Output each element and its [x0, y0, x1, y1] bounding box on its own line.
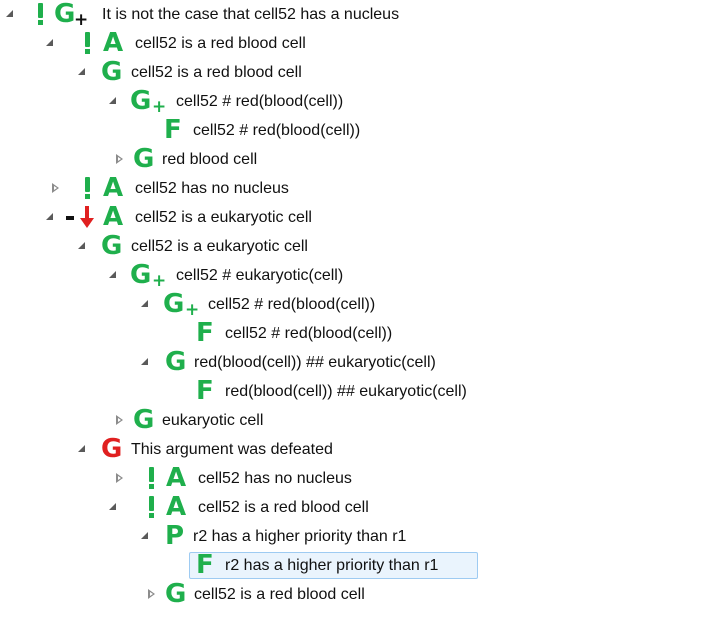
- expanded-arrow-icon[interactable]: [109, 503, 116, 510]
- row-label: This argument was defeated: [131, 441, 333, 458]
- tree-row[interactable]: G cell52 is a eukaryotic cell: [0, 231, 708, 261]
- tree-row[interactable]: G eukaryotic cell: [0, 405, 708, 435]
- tree-row-selected[interactable]: F r2 has a higher priority than r1: [0, 550, 708, 580]
- green-g-icon: G: [165, 347, 187, 377]
- green-f-icon: F: [196, 550, 214, 580]
- row-label: cell52 # red(blood(cell)): [225, 325, 393, 342]
- expanded-arrow-icon[interactable]: [78, 242, 85, 249]
- tree-row[interactable]: A cell52 is a eukaryotic cell: [0, 202, 708, 232]
- tree-row[interactable]: G+ cell52 # eukaryotic(cell): [0, 260, 708, 291]
- green-exclamation-icon: [85, 32, 90, 54]
- tree-row[interactable]: A cell52 is a red blood cell: [0, 28, 708, 58]
- row-label: cell52 has no nucleus: [198, 470, 352, 487]
- row-label: red blood cell: [162, 151, 258, 168]
- green-g-icon: G: [165, 579, 187, 609]
- green-a-icon: A: [103, 202, 124, 232]
- expanded-arrow-icon[interactable]: [78, 445, 85, 452]
- collapsed-arrow-icon[interactable]: [116, 154, 124, 164]
- expanded-arrow-icon[interactable]: [141, 300, 148, 307]
- row-label: cell52 is a eukaryotic cell: [135, 209, 312, 226]
- tree-row[interactable]: A cell52 has no nucleus: [0, 173, 708, 203]
- row-label: cell52 is a red blood cell: [194, 586, 365, 603]
- tree-row[interactable]: G red blood cell: [0, 144, 708, 174]
- tree-row[interactable]: G red(blood(cell)) ## eukaryotic(cell): [0, 347, 708, 377]
- green-exclamation-icon: [149, 496, 154, 518]
- tree-row[interactable]: F cell52 # red(blood(cell)): [0, 115, 708, 145]
- collapsed-arrow-icon[interactable]: [116, 415, 124, 425]
- row-label: cell52 # eukaryotic(cell): [176, 267, 344, 284]
- green-g-icon: G: [133, 405, 155, 435]
- expanded-arrow-icon[interactable]: [109, 271, 116, 278]
- expanded-arrow-icon[interactable]: [141, 358, 148, 365]
- green-p-icon: P: [165, 521, 185, 551]
- tree-row[interactable]: G cell52 is a red blood cell: [0, 579, 708, 609]
- red-down-arrow-icon: [80, 206, 94, 228]
- green-g-icon: G: [133, 144, 155, 174]
- collapsed-arrow-icon[interactable]: [148, 589, 156, 599]
- green-g-plus-icon: G+: [163, 289, 200, 320]
- green-g-plus-icon: G+: [130, 86, 167, 117]
- green-a-icon: A: [166, 492, 187, 522]
- green-exclamation-icon: [85, 177, 90, 199]
- green-exclamation-icon: [38, 3, 43, 25]
- row-label: cell52 is a eukaryotic cell: [131, 238, 308, 255]
- green-a-icon: A: [166, 463, 187, 493]
- green-f-icon: F: [164, 115, 182, 145]
- tree-row[interactable]: P r2 has a higher priority than r1: [0, 521, 708, 551]
- row-label: cell52 is a red blood cell: [135, 35, 306, 52]
- collapsed-arrow-icon[interactable]: [116, 473, 124, 483]
- expanded-arrow-icon[interactable]: [78, 68, 85, 75]
- tree-row[interactable]: A cell52 is a red blood cell: [0, 492, 708, 522]
- row-label: cell52 # red(blood(cell)): [176, 93, 344, 110]
- tree-row[interactable]: G+ It is not the case that cell52 has a …: [0, 0, 708, 29]
- tree-row[interactable]: G+ cell52 # red(blood(cell)): [0, 289, 708, 320]
- expanded-arrow-icon[interactable]: [109, 97, 116, 104]
- row-label: cell52 # red(blood(cell)): [208, 296, 376, 313]
- row-label: r2 has a higher priority than r1: [193, 528, 407, 545]
- row-label: cell52 is a red blood cell: [131, 64, 302, 81]
- green-a-icon: A: [103, 28, 124, 58]
- row-label: eukaryotic cell: [162, 412, 264, 429]
- tree-row[interactable]: A cell52 has no nucleus: [0, 463, 708, 493]
- black-minus-icon: [66, 216, 74, 220]
- expanded-arrow-icon[interactable]: [6, 10, 13, 17]
- green-f-icon: F: [196, 376, 214, 406]
- selection-highlight: [189, 552, 478, 579]
- row-label: cell52 has no nucleus: [135, 180, 289, 197]
- collapsed-arrow-icon[interactable]: [52, 183, 60, 193]
- row-label: r2 has a higher priority than r1: [225, 557, 439, 574]
- row-label: cell52 is a red blood cell: [198, 499, 369, 516]
- row-label: cell52 # red(blood(cell)): [193, 122, 361, 139]
- row-label: red(blood(cell)) ## eukaryotic(cell): [225, 383, 467, 400]
- row-label: red(blood(cell)) ## eukaryotic(cell): [194, 354, 436, 371]
- expanded-arrow-icon[interactable]: [46, 213, 53, 220]
- green-g-plus-icon: G+: [130, 260, 167, 291]
- green-g-icon: G: [101, 57, 123, 87]
- tree-row[interactable]: F cell52 # red(blood(cell)): [0, 318, 708, 348]
- expanded-arrow-icon[interactable]: [46, 39, 53, 46]
- green-g-plus-black-icon: G+: [54, 0, 89, 30]
- expanded-arrow-icon[interactable]: [141, 532, 148, 539]
- tree-row[interactable]: F red(blood(cell)) ## eukaryotic(cell): [0, 376, 708, 406]
- green-exclamation-icon: [149, 467, 154, 489]
- tree-row[interactable]: G+ cell52 # red(blood(cell)): [0, 86, 708, 117]
- red-g-icon: G: [101, 434, 123, 464]
- tree-row[interactable]: G This argument was defeated: [0, 434, 708, 464]
- row-label: It is not the case that cell52 has a nuc…: [102, 6, 400, 23]
- green-f-icon: F: [196, 318, 214, 348]
- green-g-icon: G: [101, 231, 123, 261]
- tree-row[interactable]: G cell52 is a red blood cell: [0, 57, 708, 87]
- green-a-icon: A: [103, 173, 124, 203]
